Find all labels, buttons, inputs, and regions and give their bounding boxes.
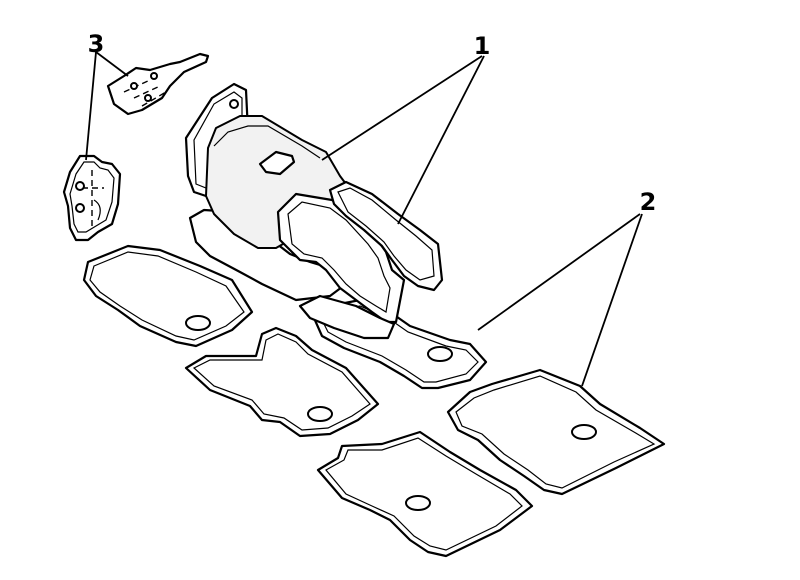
- clip-upper: [106, 52, 210, 116]
- callout-3: 3: [88, 30, 105, 58]
- insulator-assembly: [184, 82, 444, 340]
- pad-left-rear: [82, 244, 254, 348]
- pad-front-right-upper: [446, 368, 666, 496]
- pad-front-right-lower: [316, 430, 534, 558]
- callout-1: 1: [474, 32, 491, 60]
- leader-lines: [85, 51, 643, 387]
- clip-lower: [62, 154, 122, 242]
- pad-center: [184, 326, 380, 438]
- callout-2: 2: [640, 188, 657, 216]
